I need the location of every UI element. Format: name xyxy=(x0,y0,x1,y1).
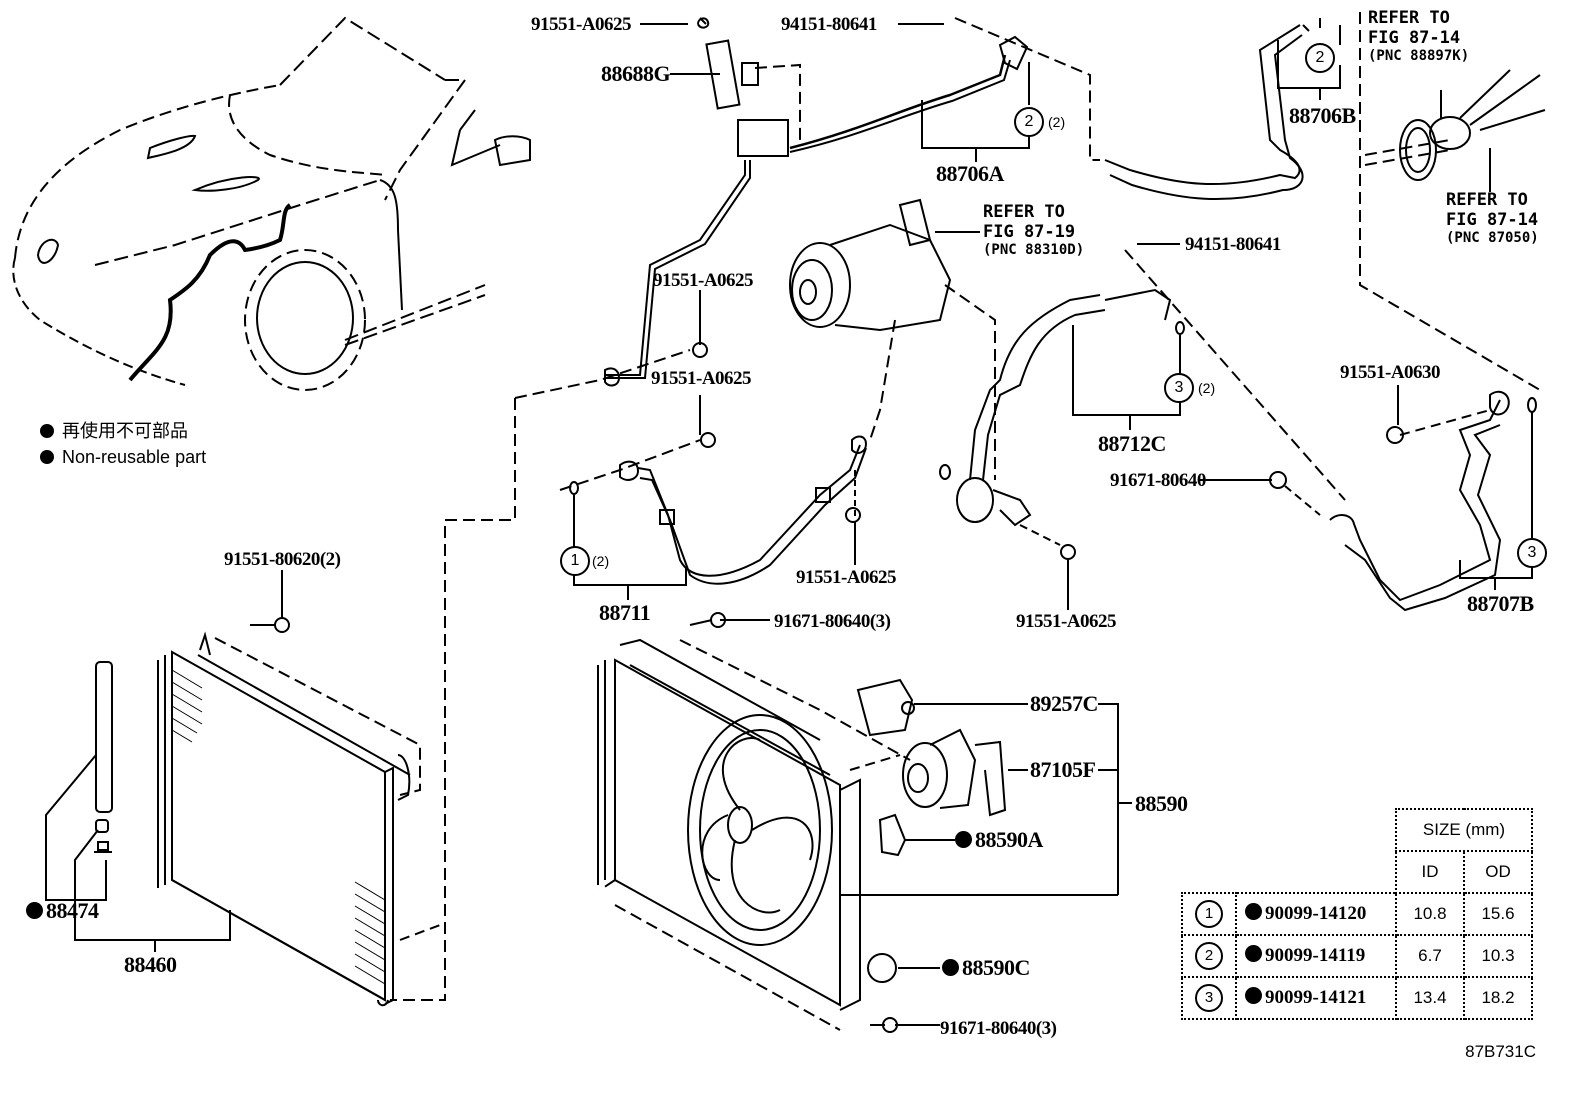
id-cell: 13.4 xyxy=(1395,976,1465,1020)
compressor-art xyxy=(789,198,996,480)
part-label-94151-80641-mid[interactable]: 94151-80641 xyxy=(1185,234,1281,255)
part-label-88460[interactable]: 88460 xyxy=(124,952,177,977)
part-label-88712c[interactable]: 88712C xyxy=(1098,431,1166,456)
ref-note-clutch[interactable]: REFER TO FIG 87-14 (PNC 87050) xyxy=(1446,190,1539,247)
part-label-88688g[interactable]: 88688G xyxy=(601,61,671,86)
part-label-88706b[interactable]: 88706B xyxy=(1289,103,1356,128)
o-ring-qty: (2) xyxy=(1048,114,1066,130)
ref-note-pulley[interactable]: REFER TO FIG 87-14 (PNC 88897K) xyxy=(1368,8,1470,65)
col-id-header: ID xyxy=(1395,850,1465,894)
non-reusable-dot-icon xyxy=(1245,945,1262,962)
table-row: 1 90099-14120 10.8 15.6 xyxy=(1181,892,1533,936)
id-cell: 6.7 xyxy=(1395,934,1465,978)
ref-number: 3 xyxy=(1195,984,1223,1012)
col-od-header: OD xyxy=(1463,850,1533,894)
o-ring-qty: (2) xyxy=(1198,380,1216,396)
hose-88711-art xyxy=(569,435,868,600)
legend-en: Non-reusable part xyxy=(40,444,206,470)
o-ring-callout-1: 1 xyxy=(560,546,590,576)
bolt-icon xyxy=(700,432,716,448)
part-label-88590c[interactable]: 88590C xyxy=(942,957,1030,979)
non-reusable-dot-icon xyxy=(40,450,54,464)
part-label-88474[interactable]: 88474 xyxy=(26,900,99,922)
part-label-91551-a0625-left1[interactable]: 91551-A0625 xyxy=(653,270,754,291)
o-ring-callout-2: 2 xyxy=(1305,43,1335,73)
part-label-91551-a0625-left2[interactable]: 91551-A0625 xyxy=(651,368,752,389)
part-label-91551-a0625[interactable]: 91551-A0625 xyxy=(531,14,632,35)
fan-shroud-88590-art xyxy=(597,612,1118,1033)
part-label-87105f[interactable]: 87105F xyxy=(1030,757,1096,782)
part-number-cell[interactable]: 90099-14120 xyxy=(1235,892,1397,936)
part-label-88590a[interactable]: 88590A xyxy=(955,829,1043,851)
desiccant-88474-art xyxy=(45,661,231,952)
od-cell: 18.2 xyxy=(1463,976,1533,1020)
non-reusable-dot-icon xyxy=(942,959,959,976)
o-ring-qty: (2) xyxy=(592,553,610,569)
od-cell: 15.6 xyxy=(1463,892,1533,936)
non-reusable-dot-icon xyxy=(26,902,43,919)
hose-88712c-art xyxy=(939,288,1185,610)
tube-88707b-art xyxy=(1255,385,1537,612)
non-reusable-dot-icon xyxy=(955,831,972,848)
part-label-91551-a0625-right[interactable]: 91551-A0625 xyxy=(1016,611,1117,632)
part-label-88706a[interactable]: 88706A xyxy=(936,161,1004,186)
part-label-91671-80640-fan-bottom[interactable]: 91671-80640(3) xyxy=(940,1018,1057,1039)
o-ring-callout-2: 2 xyxy=(1014,107,1044,137)
o-ring-callout-3: 3 xyxy=(1517,538,1547,568)
condenser-88460-art xyxy=(157,570,441,1007)
ref-number: 1 xyxy=(1195,900,1223,928)
fan-motor-parts-art xyxy=(856,678,1132,983)
non-reusable-dot-icon xyxy=(40,424,54,438)
legend: 再使用不可部品 Non-reusable part xyxy=(40,418,206,470)
part-label-91551-a0625-hose[interactable]: 91551-A0625 xyxy=(796,567,897,588)
part-label-91551-a0630[interactable]: 91551-A0630 xyxy=(1340,362,1441,383)
bolt-icon xyxy=(692,342,708,358)
id-cell: 10.8 xyxy=(1395,892,1465,936)
table-row: 3 90099-14121 13.4 18.2 xyxy=(1181,976,1533,1020)
od-cell: 10.3 xyxy=(1463,934,1533,978)
part-label-91671-80640[interactable]: 91671-80640 xyxy=(1110,470,1206,491)
part-label-91671-80640-fan-top[interactable]: 91671-80640(3) xyxy=(774,611,891,632)
table-row: 2 90099-14119 6.7 10.3 xyxy=(1181,934,1533,978)
legend-jp: 再使用不可部品 xyxy=(40,418,206,444)
part-label-91551-80620[interactable]: 91551-80620(2) xyxy=(224,549,341,570)
part-label-89257c[interactable]: 89257C xyxy=(1030,691,1098,716)
o-ring-size-table: SIZE (mm) ID OD 1 90099-14120 10.8 15.6 … xyxy=(1181,808,1533,1020)
part-label-88707b[interactable]: 88707B xyxy=(1467,591,1534,616)
part-label-94151-80641[interactable]: 94151-80641 xyxy=(781,14,877,35)
tube-88706b-art xyxy=(1104,18,1341,201)
part-number-cell[interactable]: 90099-14121 xyxy=(1235,976,1397,1020)
part-label-88590[interactable]: 88590 xyxy=(1135,791,1188,816)
figure-code: 87B731C xyxy=(1465,1042,1536,1061)
pulley-clutch-art xyxy=(1359,12,1546,391)
ref-number: 2 xyxy=(1195,942,1223,970)
part-number-cell[interactable]: 90099-14119 xyxy=(1235,934,1397,978)
vehicle-outline xyxy=(12,16,531,391)
non-reusable-dot-icon xyxy=(1245,903,1262,920)
non-reusable-dot-icon xyxy=(1245,987,1262,1004)
size-header: SIZE (mm) xyxy=(1395,808,1533,852)
tube-88706a-art xyxy=(604,17,1100,387)
ref-note-compressor[interactable]: REFER TO FIG 87-19 (PNC 88310D) xyxy=(983,202,1085,259)
o-ring-callout-3: 3 xyxy=(1164,373,1194,403)
part-label-88711[interactable]: 88711 xyxy=(599,600,651,625)
